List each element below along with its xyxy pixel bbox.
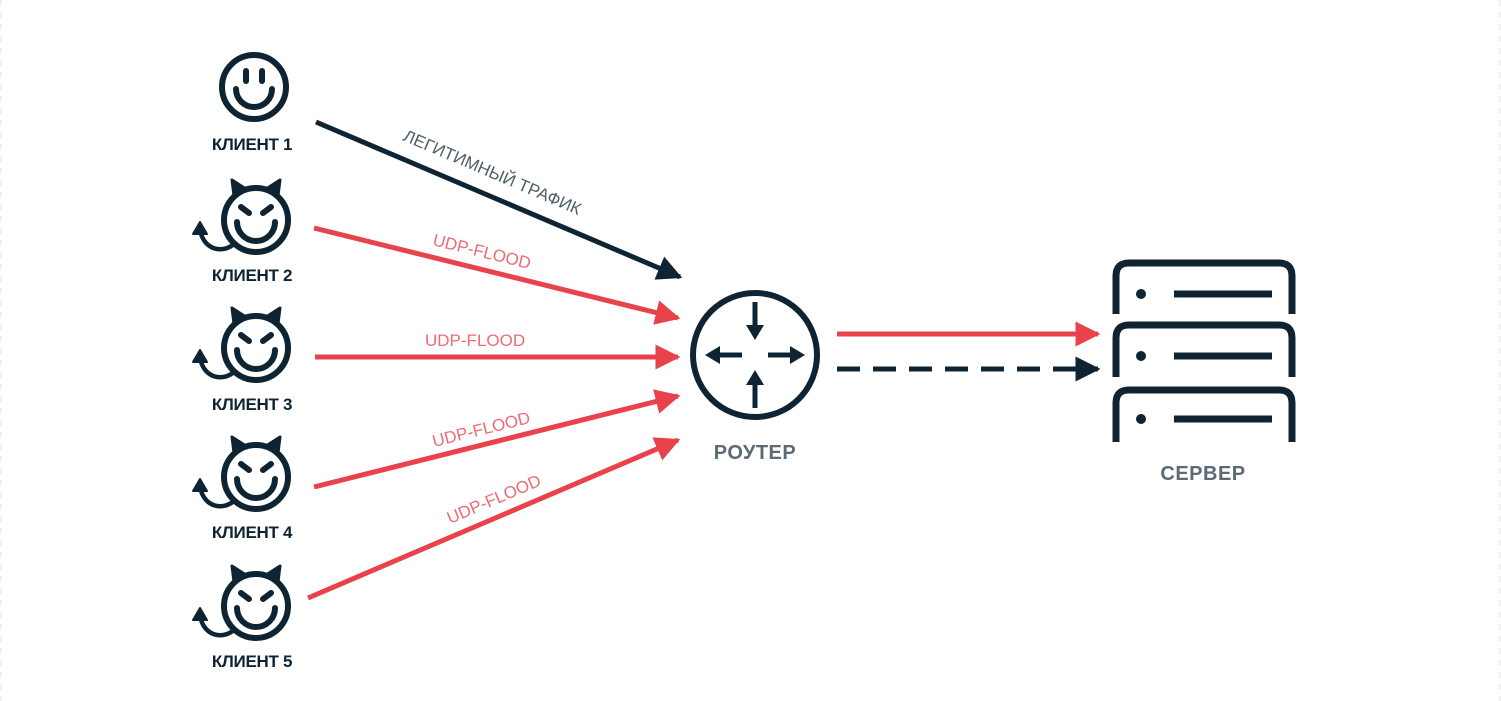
server-label: СЕРВЕР: [1160, 463, 1245, 485]
edge-label-legit: ЛЕГИТИМНЫЙ ТРАФИК: [400, 126, 584, 219]
client-2-label: КЛИЕНТ 2: [212, 266, 292, 285]
router-icon: [690, 290, 820, 420]
client-3-label: КЛИЕНТ 3: [212, 395, 292, 414]
client-5-label: КЛИЕНТ 5: [212, 652, 292, 671]
router-node: РОУТЕР: [690, 290, 820, 464]
page-edge-right: [1499, 0, 1501, 701]
edge-udp-flood-4: [313, 389, 681, 490]
client-1-label: КЛИЕНТ 1: [212, 135, 292, 154]
page-edge-left: [0, 0, 2, 701]
smiley-icon: [222, 55, 286, 119]
edge-legit-traffic: [315, 119, 683, 280]
devil-smiley-icon: [193, 180, 288, 252]
devil-smiley-icon: [193, 437, 288, 509]
devil-smiley-icon: [193, 566, 288, 638]
client-5-node: КЛИЕНТ 5: [193, 566, 292, 671]
client-3-node: КЛИЕНТ 3: [193, 308, 292, 414]
edge-label-flood-3: UDP-FLOOD: [425, 331, 525, 350]
devil-smiley-icon: [193, 308, 288, 380]
client-4-label: КЛИЕНТ 4: [212, 523, 293, 542]
edge-label-flood-2: UDP-FLOOD: [431, 230, 533, 272]
edge-udp-flood-2: [313, 225, 681, 325]
edge-udp-flood-5: [307, 437, 681, 601]
client-2-node: КЛИЕНТ 2: [193, 180, 292, 285]
server-icon: [1112, 259, 1296, 442]
server-node: СЕРВЕР: [1112, 259, 1296, 485]
client-1-node: КЛИЕНТ 1: [212, 55, 292, 154]
client-4-node: КЛИЕНТ 4: [193, 437, 293, 542]
router-label: РОУТЕР: [714, 442, 796, 464]
